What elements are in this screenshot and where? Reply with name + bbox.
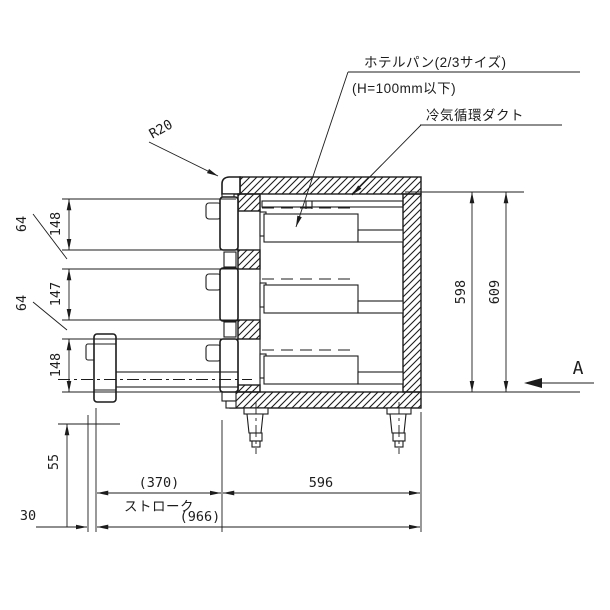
dim-label-596: 596 bbox=[309, 475, 333, 491]
dim-label-55: 55 bbox=[46, 454, 62, 470]
bottom-dimensions: (370) ストローク 596 30 (966) bbox=[20, 408, 422, 532]
dim-label-148-bottom: 148 bbox=[48, 353, 64, 377]
drawer2-handle bbox=[205, 273, 222, 291]
hotel-pan-3 bbox=[263, 355, 359, 385]
legs bbox=[243, 402, 412, 454]
drawer3-front bbox=[219, 338, 239, 393]
leader-64-mid bbox=[32, 301, 68, 331]
frame-member-mid1 bbox=[237, 249, 261, 270]
frame-face-gap2 bbox=[223, 321, 237, 338]
leader-64-top bbox=[32, 213, 68, 260]
slide-rail-3 bbox=[357, 371, 404, 385]
dim-label-370: (370) bbox=[139, 475, 180, 491]
hotel-pan-leader bbox=[295, 71, 349, 228]
cold-air-duct bbox=[261, 200, 404, 208]
leg-left bbox=[243, 402, 269, 454]
drawer1-handle bbox=[205, 202, 222, 220]
dim-label-stroke: ストローク bbox=[124, 499, 194, 514]
pulled-front-panel bbox=[93, 333, 117, 403]
drawer2-front bbox=[219, 267, 239, 322]
frame-member-mid2 bbox=[237, 319, 261, 340]
corner-radius-label: R20 bbox=[147, 117, 176, 143]
hotel-pan-label: ホテルパン(2/3サイズ) bbox=[364, 55, 507, 70]
hotel-pan-1 bbox=[263, 213, 359, 243]
dim-label-598: 598 bbox=[453, 280, 469, 304]
annotations: ホテルパン(2/3サイズ) (H=100mm以下) 冷気循環ダクト R20 bbox=[147, 55, 580, 228]
view-arrow-head bbox=[524, 378, 542, 388]
frame-face-gap1 bbox=[223, 251, 237, 268]
dim-label-30: 30 bbox=[20, 508, 36, 524]
dim-label-148-top: 148 bbox=[48, 212, 64, 236]
top-panel bbox=[239, 176, 422, 195]
drawer-bays bbox=[205, 196, 404, 393]
bottom-panel bbox=[229, 391, 422, 409]
right-dimensions: 598 609 A bbox=[405, 191, 594, 392]
frame-member-bottom bbox=[237, 384, 261, 393]
bottom-front-step bbox=[221, 391, 237, 402]
duct-label: 冷気循環ダクト bbox=[426, 108, 524, 123]
dim-label-64-top: 64 bbox=[14, 216, 30, 232]
drawer1-front bbox=[219, 196, 239, 251]
left-dimensions: 148 147 148 64 64 55 bbox=[14, 198, 580, 527]
leg-right bbox=[386, 402, 412, 454]
cabinet-body bbox=[221, 176, 422, 409]
dim-label-64-mid: 64 bbox=[14, 295, 30, 311]
pulled-out-drawer bbox=[58, 333, 252, 403]
corner-radius-leader bbox=[148, 141, 219, 177]
dim-label-966: (966) bbox=[180, 509, 221, 525]
front-frame-column bbox=[237, 193, 261, 393]
hotel-pan-sub-label: (H=100mm以下) bbox=[352, 81, 456, 96]
dim-label-609: 609 bbox=[487, 280, 503, 304]
drawer3-handle bbox=[205, 344, 222, 362]
slide-rail-1 bbox=[357, 229, 404, 243]
slide-rail-2 bbox=[357, 300, 404, 314]
top-front-corner bbox=[221, 176, 241, 195]
view-arrow-label: A bbox=[573, 358, 584, 379]
bottom-front-step2 bbox=[225, 400, 237, 409]
duct-leader bbox=[351, 124, 422, 196]
dim-label-147: 147 bbox=[48, 282, 64, 306]
hotel-pan-2 bbox=[263, 284, 359, 314]
frame-member-top bbox=[237, 193, 261, 212]
rear-wall bbox=[402, 193, 422, 393]
